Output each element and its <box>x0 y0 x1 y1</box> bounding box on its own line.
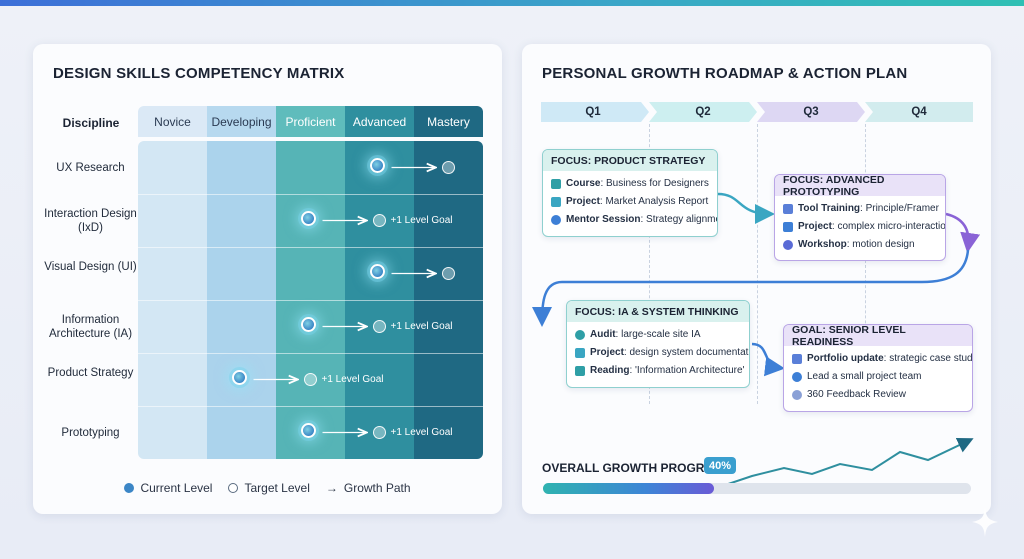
legend-target: Target Level <box>228 481 310 495</box>
card-title: FOCUS: ADVANCED PROTOTYPING <box>775 175 945 198</box>
row-divider <box>138 300 483 301</box>
current-level-marker <box>301 423 316 438</box>
current-level-marker <box>301 211 316 226</box>
discipline-header: Discipline <box>62 116 120 130</box>
book-icon <box>551 179 561 189</box>
quarter-q3: Q3 <box>803 106 819 118</box>
competency-matrix-panel: DESIGN SKILLS COMPETENCY MATRIX Discipli… <box>33 44 502 514</box>
card-item: Portfolio update: strategic case studies <box>792 350 972 368</box>
row-divider <box>138 353 483 354</box>
target-level-dot-icon <box>228 483 239 493</box>
person-icon <box>551 215 561 225</box>
progress-label: OVERALL GROWTH PROGRESS <box>542 461 729 475</box>
level-header-mastery: Mastery <box>414 106 483 137</box>
progress-fill <box>543 483 715 494</box>
search-icon <box>575 330 585 340</box>
row-divider <box>138 194 483 195</box>
card-item: Project: complex micro-interactions <box>783 218 945 236</box>
row-label-ux-research: UX Research <box>56 162 125 174</box>
goal-label: +1 Level Goal <box>390 214 453 226</box>
card-item: Tool Training: Principle/Framer <box>783 200 939 218</box>
quarter-q2: Q2 <box>695 106 711 118</box>
card-item: Project: design system documentation <box>575 344 749 362</box>
card-item: Audit: large-scale site IA <box>575 326 741 344</box>
current-level-dot-icon <box>124 483 135 493</box>
card-item: Reading: 'Information Architecture' <box>575 362 744 380</box>
card-item: Lead a small project team <box>792 368 964 386</box>
card-item: 360 Feedback Review <box>792 386 964 404</box>
goal-label: +1 Level Goal <box>390 320 453 332</box>
row-label-information-architecture: Information Architecture (IA) <box>48 314 133 340</box>
chart-icon <box>792 354 802 364</box>
current-level-marker <box>370 158 385 173</box>
target-level-marker <box>304 373 317 386</box>
roadmap-title: PERSONAL GROWTH ROADMAP & ACTION PLAN <box>542 65 908 82</box>
top-accent-bar <box>0 0 1024 6</box>
target-level-marker <box>373 426 386 439</box>
card-item: Mentor Session: Strategy alignment <box>551 211 717 229</box>
level-header-advanced: Advanced <box>345 106 414 137</box>
row-label-prototyping: Prototyping <box>61 427 120 439</box>
legend-growth-label: Growth Path <box>343 481 411 495</box>
quarter-divider <box>757 124 758 404</box>
quarter-divider <box>649 124 650 404</box>
card-item: Workshop: motion design <box>783 236 937 254</box>
quarter-divider <box>865 124 866 404</box>
people-icon <box>792 390 802 400</box>
legend-target-label: Target Level <box>244 481 310 495</box>
growth-roadmap-panel: PERSONAL GROWTH ROADMAP & ACTION PLAN Q1… <box>522 44 991 514</box>
sparkle-icon <box>972 507 998 537</box>
book-icon <box>575 366 585 376</box>
card-title: FOCUS: IA & SYSTEM THINKING <box>567 301 749 322</box>
target-level-marker <box>442 161 455 174</box>
quarter-q1: Q1 <box>585 106 601 118</box>
goal-label: +1 Level Goal <box>390 426 453 438</box>
roadmap-flow-path <box>532 192 981 377</box>
row-label-visual-design: Visual Design (UI) <box>44 261 137 273</box>
cube-icon <box>551 197 561 207</box>
arrow-right-icon: → <box>325 481 338 495</box>
card-title: FOCUS: PRODUCT STRATEGY <box>543 150 717 171</box>
cube-icon <box>783 222 793 232</box>
progress-trend-line <box>722 437 974 487</box>
card-title: GOAL: SENIOR LEVEL READINESS <box>784 325 972 348</box>
row-label-product-strategy: Product Strategy <box>47 367 134 379</box>
current-level-marker <box>232 370 247 385</box>
level-header-developing: Developing <box>207 106 276 137</box>
quarter-timeline <box>541 102 973 122</box>
legend-current-label: Current Level <box>140 481 213 495</box>
card-ia-system-thinking: FOCUS: IA & SYSTEM THINKING Audit: large… <box>566 300 750 388</box>
target-level-marker <box>373 214 386 227</box>
current-level-marker <box>370 264 385 279</box>
matrix-legend: Current Level Target Level → Growth Path <box>33 481 502 495</box>
card-senior-level-readiness: GOAL: SENIOR LEVEL READINESS Portfolio u… <box>783 324 973 412</box>
level-header-novice: Novice <box>138 106 207 137</box>
matrix-title: DESIGN SKILLS COMPETENCY MATRIX <box>53 65 345 82</box>
target-level-marker <box>442 267 455 280</box>
circle-icon <box>792 372 802 382</box>
cube-icon <box>575 348 585 358</box>
card-advanced-prototyping: FOCUS: ADVANCED PROTOTYPING Tool Trainin… <box>774 174 946 261</box>
tool-icon <box>783 204 793 214</box>
goal-label: +1 Level Goal <box>321 373 384 385</box>
quarter-q4: Q4 <box>911 106 927 118</box>
progress-track <box>543 483 971 494</box>
row-label-interaction-design: Interaction Design (IxD) <box>44 208 137 234</box>
legend-growth: → Growth Path <box>326 481 411 495</box>
people-icon <box>783 240 793 250</box>
card-product-strategy: FOCUS: PRODUCT STRATEGY Course: Business… <box>542 149 718 237</box>
card-item: Project: Market Analysis Report <box>551 193 709 211</box>
card-item: Course: Business for Designers <box>551 175 709 193</box>
row-divider <box>138 247 483 248</box>
legend-current: Current Level <box>124 481 212 495</box>
level-header-proficient: Proficient <box>276 106 345 137</box>
progress-badge: 40% <box>704 457 736 474</box>
target-level-marker <box>373 320 386 333</box>
current-level-marker <box>301 317 316 332</box>
row-divider <box>138 406 483 407</box>
